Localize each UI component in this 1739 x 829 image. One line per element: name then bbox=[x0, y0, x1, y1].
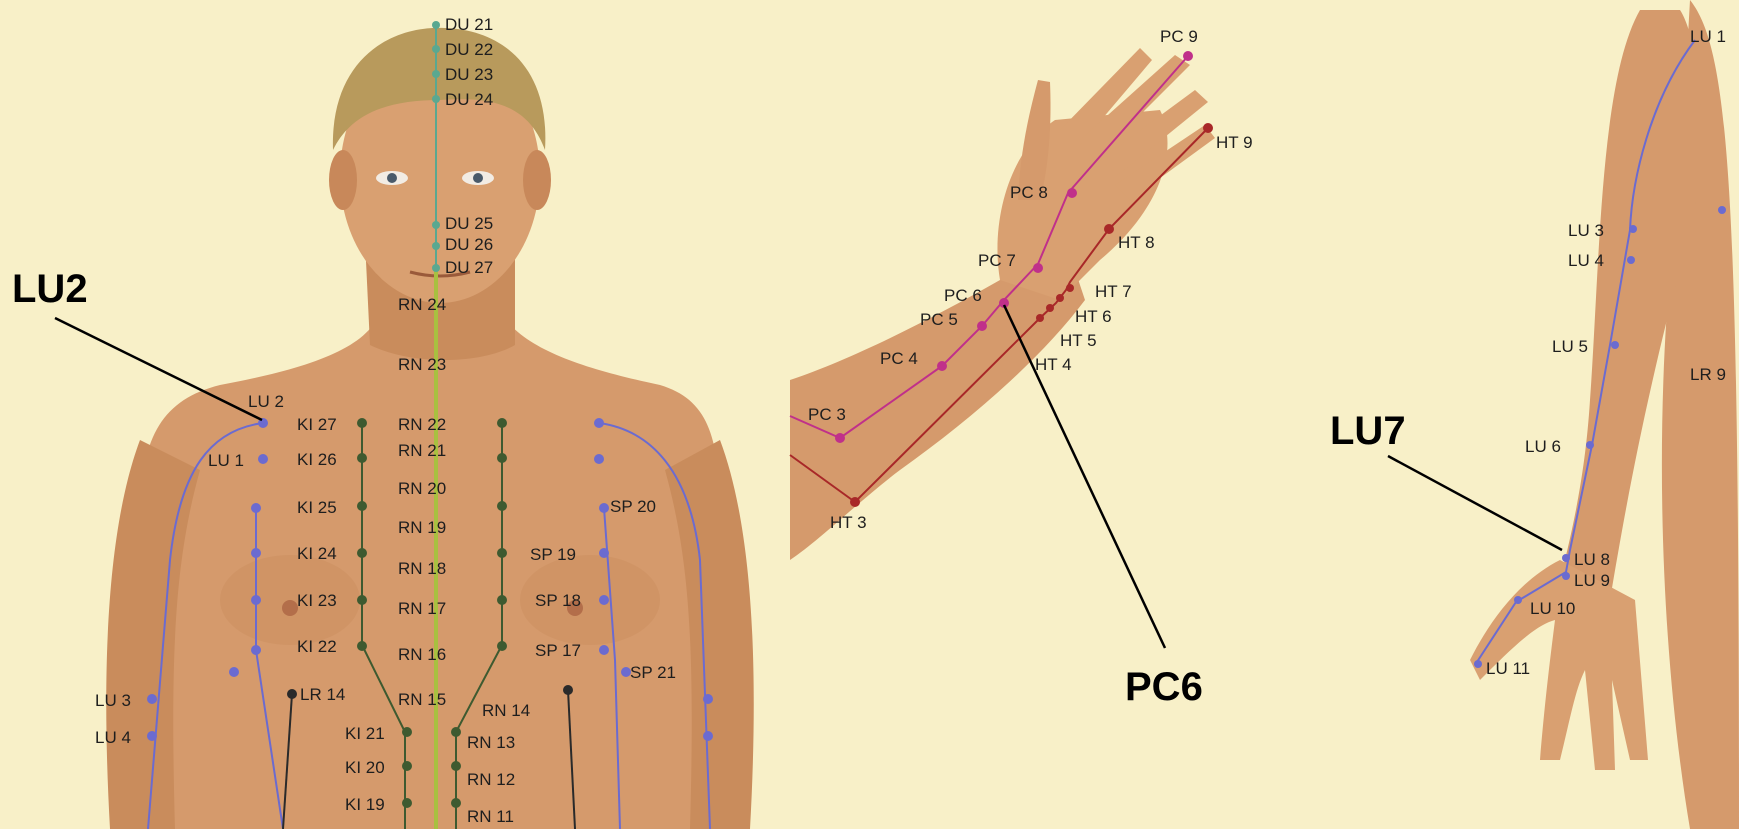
label-pc-3: PC 3 bbox=[808, 405, 846, 424]
label-pc-4: PC 4 bbox=[880, 349, 918, 368]
label-side-lu-5: LU 5 bbox=[1552, 337, 1588, 356]
label-rn-23: RN 23 bbox=[398, 355, 446, 374]
label-ht-9: HT 9 bbox=[1216, 133, 1253, 152]
label-ht-8: HT 8 bbox=[1118, 233, 1155, 252]
label-ki-25: KI 25 bbox=[297, 498, 337, 517]
label-rn-12: RN 12 bbox=[467, 770, 515, 789]
label-side-lu-10: LU 10 bbox=[1530, 599, 1575, 618]
label-sp-18: SP 18 bbox=[535, 591, 581, 610]
label-side-lu-8: LU 8 bbox=[1574, 550, 1610, 569]
label-ki-24: KI 24 bbox=[297, 544, 337, 563]
label-lu-3: LU 3 bbox=[95, 691, 131, 710]
label-rn-24: RN 24 bbox=[398, 295, 446, 314]
left-nipple bbox=[282, 600, 298, 616]
label-rn-13: RN 13 bbox=[467, 733, 515, 752]
label-side-lu-9: LU 9 bbox=[1574, 571, 1610, 590]
label-du-26: DU 26 bbox=[445, 235, 493, 254]
label-rn-17: RN 17 bbox=[398, 599, 446, 618]
label-lr-14: LR 14 bbox=[300, 685, 345, 704]
callout-pc6-label: PC6 bbox=[1125, 665, 1203, 709]
label-rn-21: RN 21 bbox=[398, 441, 446, 460]
label-rn-22: RN 22 bbox=[398, 415, 446, 434]
label-ht-4: HT 4 bbox=[1035, 355, 1072, 374]
label-lu-2: LU 2 bbox=[248, 392, 284, 411]
label-ht-5: HT 5 bbox=[1060, 331, 1097, 350]
label-rn-18: RN 18 bbox=[398, 559, 446, 578]
label-du-23: DU 23 bbox=[445, 65, 493, 84]
label-lu-4: LU 4 bbox=[95, 728, 131, 747]
label-rn-11: RN 11 bbox=[467, 807, 514, 826]
label-du-21: DU 21 bbox=[445, 15, 493, 34]
label-sp-21: SP 21 bbox=[630, 663, 676, 682]
label-ki-22: KI 22 bbox=[297, 637, 337, 656]
label-ki-23: KI 23 bbox=[297, 591, 337, 610]
label-side-lu-3: LU 3 bbox=[1568, 221, 1604, 240]
right-ear bbox=[523, 150, 551, 210]
label-side-lr-9: LR 9 bbox=[1690, 365, 1726, 384]
label-ki-27: KI 27 bbox=[297, 415, 337, 434]
label-rn-14: RN 14 bbox=[482, 701, 530, 720]
label-pc-9: PC 9 bbox=[1160, 27, 1198, 46]
label-side-lu-6: LU 6 bbox=[1525, 437, 1561, 456]
label-lu-1: LU 1 bbox=[208, 451, 244, 470]
label-sp-17: SP 17 bbox=[535, 641, 581, 660]
label-ht-7: HT 7 bbox=[1095, 282, 1132, 301]
label-ki-21: KI 21 bbox=[345, 724, 385, 743]
label-ki-26: KI 26 bbox=[297, 450, 337, 469]
label-side-lu-1: LU 1 bbox=[1690, 27, 1726, 46]
label-rn-16: RN 16 bbox=[398, 645, 446, 664]
label-ht-3: HT 3 bbox=[830, 513, 867, 532]
label-rn-15: RN 15 bbox=[398, 690, 446, 709]
label-rn-19: RN 19 bbox=[398, 518, 446, 537]
label-side-lu-11: LU 11 bbox=[1486, 659, 1530, 678]
label-du-24: DU 24 bbox=[445, 90, 493, 109]
left-ear bbox=[329, 150, 357, 210]
label-sp-20: SP 20 bbox=[610, 497, 656, 516]
label-pc-6: PC 6 bbox=[944, 286, 982, 305]
label-side-lu-4: LU 4 bbox=[1568, 251, 1604, 270]
label-ki-20: KI 20 bbox=[345, 758, 385, 777]
label-sp-19: SP 19 bbox=[530, 545, 576, 564]
label-rn-20: RN 20 bbox=[398, 479, 446, 498]
label-ki-19: KI 19 bbox=[345, 795, 385, 814]
label-du-27: DU 27 bbox=[445, 258, 493, 277]
label-du-22: DU 22 bbox=[445, 40, 493, 59]
callout-lu2-label: LU2 bbox=[12, 267, 88, 311]
label-pc-8: PC 8 bbox=[1010, 183, 1048, 202]
callout-lu7-label: LU7 bbox=[1330, 409, 1406, 453]
label-ht-6: HT 6 bbox=[1075, 307, 1112, 326]
label-pc-5: PC 5 bbox=[920, 310, 958, 329]
label-pc-7: PC 7 bbox=[978, 251, 1016, 270]
label-du-25: DU 25 bbox=[445, 214, 493, 233]
